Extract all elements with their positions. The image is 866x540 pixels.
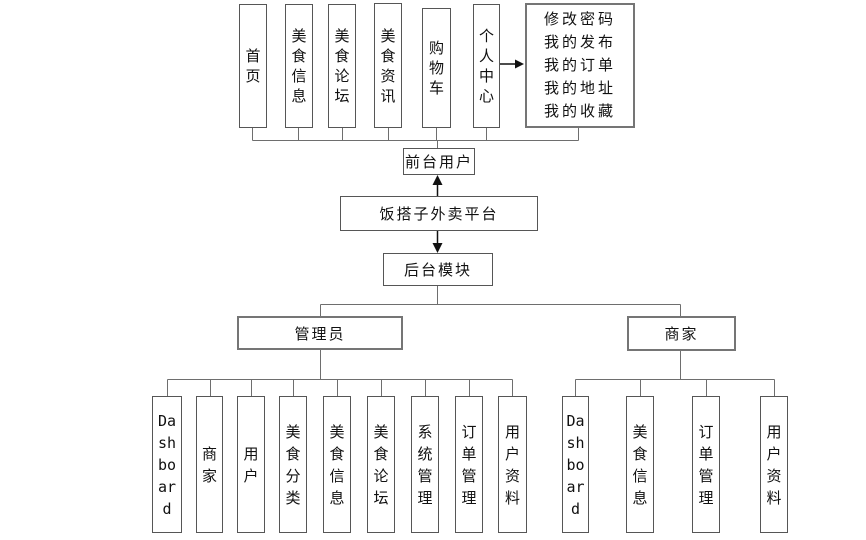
submenu-item: 我的订单: [543, 56, 616, 74]
node-label: 首页: [245, 47, 261, 85]
node-admin-user: 用户: [237, 396, 265, 533]
node-food-news: 美食资讯: [374, 3, 402, 128]
node-label: 用户资料: [504, 422, 520, 507]
node-home: 首页: [239, 4, 267, 128]
node-admin-food-info: 美食信息: [323, 396, 351, 533]
node-admin-food-category: 美食分类: [279, 396, 307, 533]
submenu-item: 我的发布: [543, 33, 616, 51]
node-label: 购物车: [428, 39, 444, 97]
node-label: 订单管理: [698, 422, 714, 507]
node-admin: 管理员: [237, 316, 403, 350]
node-merchant-dashboard: Dashboard: [562, 396, 589, 533]
node-label: 商家: [201, 444, 217, 485]
node-platform: 饭搭子外卖平台: [340, 196, 538, 231]
node-merchant-order-mgmt: 订单管理: [692, 396, 720, 533]
node-label: 后台模块: [403, 261, 472, 279]
node-label: 订单管理: [461, 422, 477, 507]
node-admin-order-mgmt: 订单管理: [455, 396, 483, 533]
node-label: 个人中心: [478, 27, 494, 105]
node-front-user: 前台用户: [403, 148, 475, 175]
node-label: Dashboard: [157, 411, 177, 518]
node-label: 商家: [664, 325, 699, 343]
node-label: 饭搭子外卖平台: [379, 205, 499, 223]
node-label: 美食分类: [285, 422, 301, 507]
submenu-item: 修改密码: [543, 10, 616, 28]
node-merchant-food-info: 美食信息: [626, 396, 654, 533]
node-personal-center: 个人中心: [473, 4, 500, 128]
submenu-item: 我的收藏: [543, 102, 616, 120]
node-admin-merchant: 商家: [196, 396, 223, 533]
submenu-item: 我的地址: [543, 79, 616, 97]
node-label: 美食信息: [291, 27, 307, 105]
arrow-down-icon: [432, 231, 443, 253]
node-label: 美食论坛: [334, 27, 350, 105]
node-label: 系统管理: [417, 422, 433, 507]
node-personal-submenu: 修改密码 我的发布 我的订单 我的地址 我的收藏: [525, 3, 635, 128]
node-label: 美食信息: [329, 422, 345, 507]
front-tree-lines: [252, 128, 579, 148]
arrow-up-icon: [432, 175, 443, 196]
node-label: 美食信息: [632, 422, 648, 507]
arrow-right-icon: [500, 59, 524, 69]
node-admin-dashboard: Dashboard: [152, 396, 182, 533]
node-admin-user-profile: 用户资料: [498, 396, 527, 533]
node-food-forum: 美食论坛: [328, 4, 356, 128]
node-label: 管理员: [294, 324, 346, 343]
node-label: Dashboard: [566, 411, 585, 518]
node-merchant: 商家: [627, 316, 736, 351]
node-cart: 购物车: [422, 8, 451, 128]
node-label: 美食资讯: [380, 26, 396, 105]
node-admin-system-mgmt: 系统管理: [411, 396, 439, 533]
node-back-module: 后台模块: [383, 253, 493, 286]
node-label: 前台用户: [404, 153, 473, 171]
node-admin-food-forum: 美食论坛: [367, 396, 395, 533]
node-merchant-user-profile: 用户资料: [760, 396, 788, 533]
node-food-info: 美食信息: [285, 4, 313, 128]
node-label: 用户: [243, 444, 259, 485]
node-label: 用户资料: [766, 422, 782, 507]
node-label: 美食论坛: [373, 422, 389, 507]
